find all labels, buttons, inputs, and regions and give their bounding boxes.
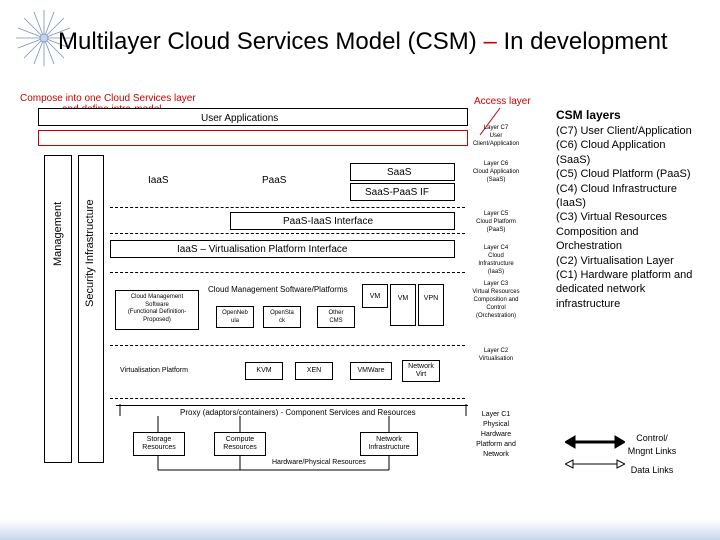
separator-c3-c2 [110,345,465,346]
separator-c2-c1 [110,398,465,399]
separator-c5-c4 [110,233,465,234]
iaas-label: IaaS [148,175,169,186]
management-column [44,155,72,463]
vm-box-2: VM [390,284,416,326]
page-title: Multilayer Cloud Services Model (CSM) – … [58,28,668,55]
saas-label: SaaS [387,167,412,178]
user-applications-bar: User Applications [38,108,468,126]
hardware-label: Hardware/Physical Resources [272,459,366,466]
compose-note-line1: Compose into one Cloud Services layer [20,93,196,104]
csm-item: Composition and [556,225,639,238]
csm-layers-heading: CSM layers [556,108,621,122]
legend-control-label: Control/Mngnt Links [627,433,677,456]
csm-item: (C5) Cloud Platform (PaaS) [556,168,691,181]
iaas-virt-interface-box: IaaS – Virtualisation Platform Interface [110,240,455,258]
xen-box: XEN [295,362,333,380]
iaas-virt-interface-label: IaaS – Virtualisation Platform Interface [177,244,348,255]
csm-layers-list: (C7) User Client/Application (C6) Cloud … [556,124,714,311]
footer-band [0,520,720,540]
csm-item: (C4) Cloud Infrastructure [556,182,678,195]
legend-arrows [565,435,625,469]
saas-box: SaaS [350,163,455,181]
csm-item: Orchestration [556,240,623,253]
saas-paas-if-label: SaaS-PaaS IF [365,187,429,198]
separator-c4-c3 [110,272,465,273]
cloud-mgmt-software-box: Cloud Management Software (Functional De… [115,290,199,330]
access-layer-bar [38,130,468,146]
csm-item: (C1) Hardware platform and [556,269,693,282]
cloud-mgmt-platform-label: Cloud Management Software/Platforms [208,285,348,294]
saas-paas-if-box: SaaS-PaaS IF [350,183,455,201]
user-applications-label: User Applications [201,113,279,124]
paas-label: PaaS [262,175,287,186]
vm-box-1: VM [362,284,388,308]
security-column [78,155,104,463]
legend-data-label: Data Links [630,465,674,475]
separator-c6-c5 [110,207,465,208]
virtualisation-platform-label: Virtualisation Platform [120,367,188,374]
csm-item: (C7) User Client/Application [556,125,692,137]
csm-item: (SaaS) [556,153,591,166]
proxy-label: Proxy (adaptors/containers) - Component … [180,408,416,417]
csm-item: (IaaS) [556,197,586,210]
vmware-box: VMWare [350,362,392,380]
vpn-box: VPN [418,284,444,326]
paas-iaas-interface-label: PaaS-IaaS Interface [283,216,374,227]
kvm-box: KVM [245,362,283,380]
csm-item: (C2) Virtualisation Layer [556,254,674,267]
csm-item: (C6) Cloud Application [556,139,666,152]
proxy-line [116,405,468,417]
csm-item: dedicated network [556,283,646,296]
csm-item: (C3) Virtual Resources [556,211,668,224]
paas-iaas-interface-box: PaaS-IaaS Interface [230,212,455,230]
access-layer-note: Access layer [474,96,531,107]
star-logo-icon [16,10,72,66]
csm-item: infrastructure [556,297,621,310]
